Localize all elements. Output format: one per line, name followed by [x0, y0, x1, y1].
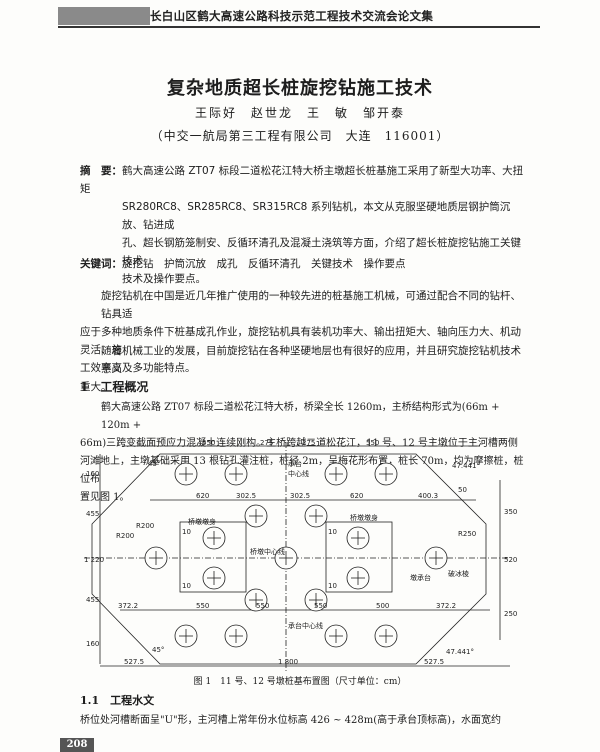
label-cap: 墩承台 — [410, 573, 431, 582]
dim-10b: 10 — [182, 582, 191, 590]
radius-r250: R250 — [458, 530, 476, 538]
dim-top-550b: 550 — [366, 440, 379, 447]
dim-302b: 302.5 — [290, 492, 310, 500]
dim-bot-550a: 550 — [196, 602, 209, 610]
pier-body-right — [325, 521, 393, 593]
dim-left-160b: 160 — [86, 640, 99, 648]
abstract: 摘 要：鹤大高速公路 ZT07 标段二道松花江特大桥主墩超长桩基施工采用了新型大… — [80, 162, 526, 288]
section-heading-1-1: 1.1 工程水文 — [80, 694, 155, 707]
angle-45a: 45° — [148, 460, 160, 468]
header-rule — [58, 26, 540, 28]
dim-bot-500: 500 — [376, 602, 389, 610]
radius-r200a: R200 — [116, 532, 134, 540]
dim-400: 400.3 — [418, 492, 438, 500]
dim-right-520: 520 — [504, 556, 517, 564]
label-prot: 破冰棱 — [448, 569, 469, 578]
abstract-line: 技术及操作要点。 — [122, 273, 206, 285]
pile-layout-figure: 550 275 275 550 620 302.5 302.5 620 400.… — [84, 440, 517, 672]
paper-title: 复杂地质超长桩旋挖钻施工技术 — [167, 78, 433, 99]
affiliation: （中交一航局第三工程有限公司 大连 116001） — [150, 129, 450, 143]
label-axis-top2: 中心线 — [288, 469, 309, 478]
label-pier-b: 桥墩墩身 — [350, 513, 378, 522]
dim-527a: 527.5 — [124, 658, 144, 666]
dim-527b: 527.5 — [424, 658, 444, 666]
body-paragraph-1: 旋挖钻机在中国是近几年推广使用的一种较先进的桩基施工机械，可通过配合不同的钻杆、… — [80, 290, 521, 374]
dim-right-350: 350 — [504, 508, 517, 516]
dim-top-275b: 275 — [302, 440, 315, 447]
dim-302a: 302.5 — [236, 492, 256, 500]
dim-bot-550c: 550 — [314, 602, 327, 610]
body-paragraph-4: 桥位处河槽断面呈"U"形，主河槽上常年份水位标高 426 ~ 428m(高于承台… — [80, 715, 502, 726]
keywords-label: 关键词： — [80, 258, 122, 270]
angle-45b: 45° — [152, 646, 164, 654]
dim-left-455b: 455 — [86, 596, 99, 604]
dim-top-550a: 550 — [202, 440, 215, 447]
dim-right-250: 250 — [504, 610, 517, 618]
dim-10c: 10 — [328, 528, 337, 536]
radius-r200b: R200 — [136, 522, 154, 530]
abstract-line: 孔、超长钢筋笼制安、反循环清孔及混凝土浇筑等方面，介绍了超长桩旋挖钻施工关键技术 — [122, 237, 521, 267]
dim-1800: 1 800 — [278, 658, 298, 666]
dim-620b: 620 — [350, 492, 363, 500]
label-axis-top: 承台 — [288, 459, 302, 468]
abstract-line: SR280RC8、SR285RC8、SR315RC8 系列钻机，本文从克服坚硬地… — [122, 201, 511, 231]
dim-left-160a: 160 — [86, 470, 99, 478]
label-pier-a: 桥墩墩身 — [188, 517, 216, 526]
pier-body-left — [179, 521, 247, 593]
dim-bot-372b: 372.2 — [436, 602, 456, 610]
keywords: 关键词：旋挖钻 护筒沉放 成孔 反循环清孔 关键技术 操作要点 — [80, 256, 526, 271]
dim-50: 50 — [458, 486, 467, 494]
keywords-text: 旋挖钻 护筒沉放 成孔 反循环清孔 关键技术 操作要点 — [122, 258, 406, 270]
cap-outline — [91, 453, 487, 665]
dim-left-1220: 1 220 — [84, 556, 104, 564]
header-tab-decoration — [58, 7, 150, 25]
running-header: 长白山区鹤大高速公路科技示范工程技术交流会论文集 — [0, 0, 600, 30]
section-heading-1: 1 工程概况 — [80, 380, 149, 394]
abstract-label: 摘 要： — [80, 165, 122, 177]
angle-47b: 47.441° — [446, 648, 474, 656]
body-paragraph-3: 鹤大高速公路 ZT07 标段二道松花江特大桥，桥梁全长 1260m，主桥结构形式… — [80, 402, 524, 503]
dim-bot-372a: 372.2 — [118, 602, 138, 610]
label-center: 桥墩中心线 — [250, 547, 285, 556]
angle-47a: 47.441° — [452, 462, 480, 470]
figure-caption: 图 1 11 号、12 号墩桩基布置图（尺寸单位：cm） — [193, 677, 407, 687]
dim-620a: 620 — [196, 492, 209, 500]
page-number: 208 — [60, 738, 94, 752]
dim-top-275a: 275 — [260, 440, 273, 447]
label-axis-bot: 承台中心线 — [288, 621, 323, 630]
authors: 王际好 赵世龙 王 敏 邹开泰 — [194, 106, 405, 120]
dim-10a: 10 — [182, 528, 191, 536]
dim-left-455a: 455 — [86, 510, 99, 518]
running-title: 长白山区鹤大高速公路科技示范工程技术交流会论文集 — [150, 9, 434, 23]
body-paragraph-2: 随着机械工业的发展，目前旋挖钻在各种坚硬地层也有很好的应用，并且研究旋挖钻机技术… — [80, 345, 521, 393]
dim-bot-550b: 550 — [256, 602, 269, 610]
dim-10d: 10 — [328, 582, 337, 590]
abstract-line: 摘 要：鹤大高速公路 ZT07 标段二道松花江特大桥主墩超长桩基施工采用了新型大… — [80, 165, 524, 195]
